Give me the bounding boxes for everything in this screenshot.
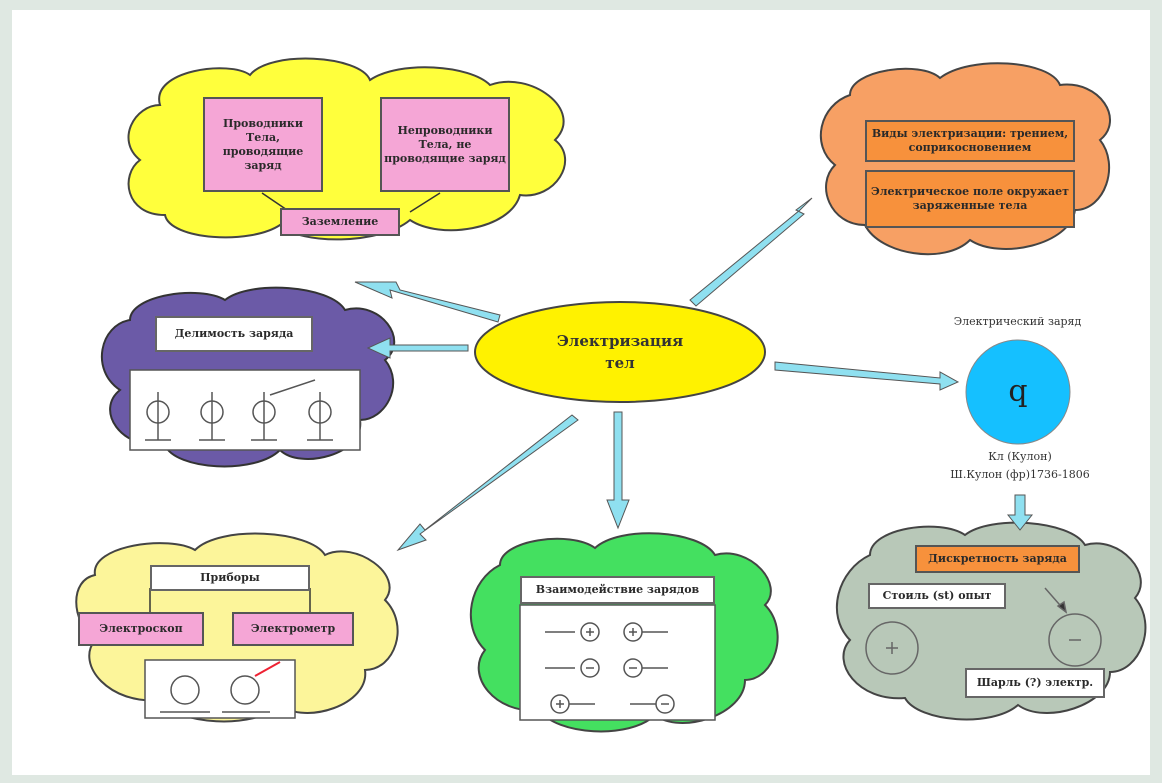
arrow-to-bottom-left [396, 414, 579, 552]
connector-line [409, 192, 441, 213]
instruments-panel [144, 659, 296, 719]
arrow-to-bottom-mid [606, 411, 630, 530]
arrows [354, 197, 1034, 552]
arrow-charge-to-gray [1006, 494, 1034, 531]
charge-unit-line2: Ш.Кулон (фр)1736-1806 [950, 468, 1090, 481]
electroscope-panel [129, 369, 361, 451]
arrow-to-left-mid [366, 337, 469, 359]
arrow-to-right [774, 361, 960, 391]
charge-divisibility-title: Делимость заряда [155, 316, 313, 352]
center-title-line2: тел [605, 354, 635, 372]
charge-symbol: q [1008, 374, 1028, 409]
electrification-types-box: Виды электризации: трением, соприкоснове… [865, 120, 1075, 162]
charge-interaction-icon [545, 622, 675, 714]
charge-unit-line1: Кл (Кулон) [988, 450, 1052, 463]
arrow-to-top-right [689, 197, 813, 307]
electrometer-box: Электрометр [232, 612, 354, 646]
charge-interaction-title: Взаимодействие зарядов [520, 576, 715, 604]
charge-sphere-icon [865, 587, 1102, 675]
instruments-title: Приборы [150, 565, 310, 591]
electroscope-box: Электроскоп [78, 612, 204, 646]
experiment-label-1: Стоиль (st) опыт [868, 583, 1006, 609]
center-title-line1: Электризация [556, 332, 684, 350]
electric-charge-header: Электрический заряд [953, 315, 1082, 328]
conductors-box: Проводники Тела, проводящие заряд [203, 97, 323, 192]
arrow-to-top-left [354, 281, 501, 323]
center-ellipse [474, 301, 766, 403]
electric-field-box: Электрическое поле окружает заряженные т… [865, 170, 1075, 228]
electroscope-icon [145, 379, 333, 441]
grounding-box: Заземление [280, 208, 400, 236]
interaction-panel [519, 604, 716, 721]
non-conductors-box: Непроводники Тела, не проводящие заряд [380, 97, 510, 192]
experiment-label-2: Шарль (?) электр. [965, 668, 1105, 698]
center-title: Электризация тел [520, 322, 720, 382]
instrument-icon [160, 661, 281, 713]
charge-discreteness-box: Дискретность заряда [915, 545, 1080, 573]
charge-circle [965, 339, 1071, 445]
